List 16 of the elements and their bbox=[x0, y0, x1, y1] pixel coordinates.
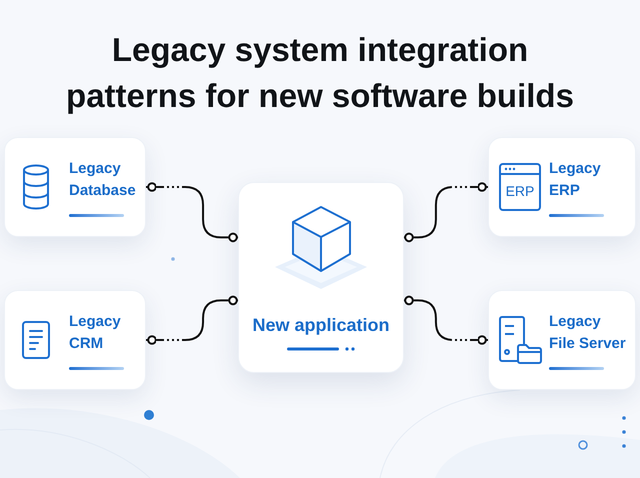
card-title: Legacy Database bbox=[69, 158, 137, 200]
connector bbox=[404, 296, 488, 345]
system-card bbox=[488, 137, 636, 237]
system-card bbox=[488, 290, 636, 390]
connector bbox=[404, 182, 488, 242]
icon-label: ERP bbox=[506, 183, 534, 199]
connector bbox=[146, 182, 238, 242]
card-title: New application bbox=[252, 314, 390, 337]
application-card bbox=[238, 182, 404, 373]
title: Legacy system integration patterns for new software builds bbox=[65, 30, 575, 116]
system-card bbox=[4, 290, 146, 390]
card-title: Legacy CRM bbox=[69, 312, 122, 354]
card-title: Legacy File Server bbox=[549, 312, 627, 354]
card-title: Legacy ERP bbox=[549, 158, 602, 200]
system-card bbox=[4, 137, 146, 237]
connector bbox=[146, 296, 238, 345]
